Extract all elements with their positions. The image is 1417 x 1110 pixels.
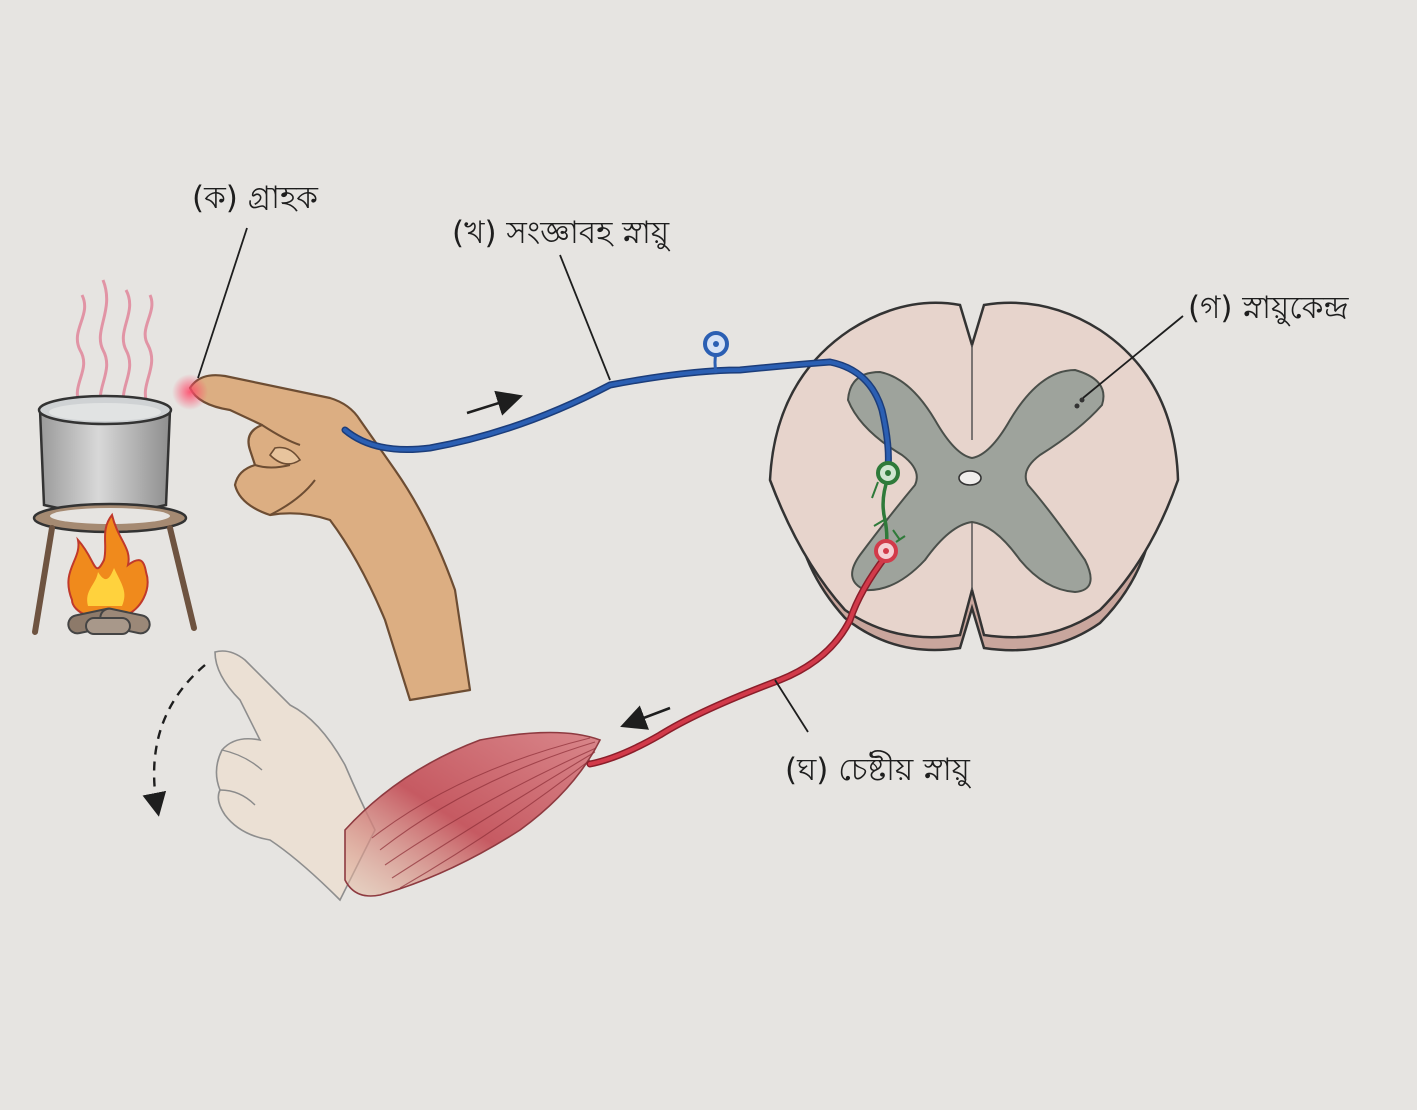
label-sensory-nerve: (খ) সংজ্ঞাবহ স্নায়ু: [452, 215, 671, 251]
motor-nerve-pathway: [586, 535, 906, 768]
withdrawn-hand: [214, 650, 376, 902]
label-receptor: (ক) গ্রাহক: [192, 180, 319, 216]
center-leader-line: [1082, 315, 1184, 399]
label-nerve-center: (গ) স্নায়ুকেন্দ্র: [1188, 290, 1349, 326]
dashed-curved-arrow-icon: [142, 664, 206, 817]
fire-icon: [67, 512, 149, 616]
sensory-leader-line: [559, 254, 611, 381]
arm-muscle: [344, 731, 602, 897]
steam-icon: [75, 279, 154, 411]
arrow-right-icon: [466, 390, 523, 416]
stove-with-pot: [32, 279, 197, 635]
receptor-leader-line: [197, 227, 248, 379]
cooking-pot-icon: [38, 408, 172, 514]
arrow-left-icon: [620, 705, 671, 730]
interneuron: [871, 461, 901, 549]
logs-icon: [67, 607, 151, 635]
spinal-cord-cross-section: [768, 301, 1180, 652]
label-motor-nerve: (ঘ) চেষ্টীয় স্নায়ু: [785, 750, 972, 788]
sensory-nerve-pathway: [341, 331, 892, 472]
hand-touching-pot: [172, 374, 472, 702]
receptor-glow-icon: [172, 374, 208, 410]
motor-leader-line: [774, 679, 809, 733]
